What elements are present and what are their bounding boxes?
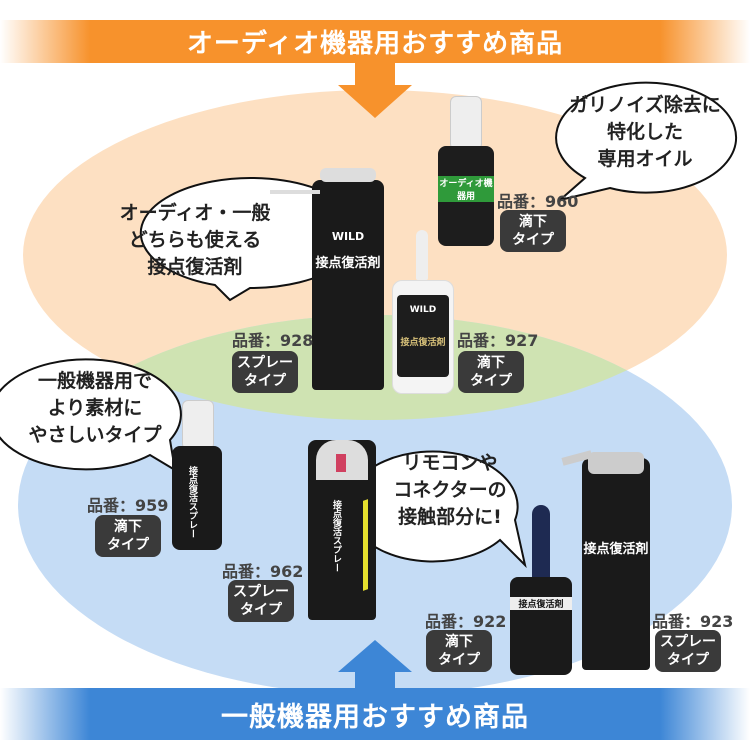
product-923-spray-can: 接点復活剤 xyxy=(561,450,650,670)
speech-bubble-960 xyxy=(555,81,738,201)
part-number-928: 品番：928 xyxy=(232,331,314,350)
type-line: スプレー xyxy=(233,584,289,600)
type-line: タイプ xyxy=(512,232,554,248)
bubble-line: 専用オイル xyxy=(597,148,693,170)
product-label: 接点復活剤 xyxy=(315,256,381,271)
bubble-line: オーディオ・一般 xyxy=(119,202,271,224)
bubble-line: やさしいタイプ xyxy=(28,424,162,446)
type-line: 滴下 xyxy=(445,634,473,650)
type-line: スプレー xyxy=(237,355,293,371)
type-line: タイプ xyxy=(667,652,709,668)
bubble-line: コネクターの xyxy=(393,479,507,501)
part-number-923: 品番：923 xyxy=(652,612,734,631)
type-line: スプレー xyxy=(660,634,716,650)
type-badge-962: スプレータイプ xyxy=(228,580,294,622)
type-line: タイプ xyxy=(240,602,282,618)
type-badge-927: 滴下タイプ xyxy=(458,351,524,393)
type-line: タイプ xyxy=(244,373,286,389)
product-label: 接点復活剤 xyxy=(583,542,649,557)
product-928-spray-can: WILD 接点復活剤 xyxy=(270,168,384,390)
bubble-line: ガリノイズ除去に xyxy=(569,94,721,116)
general-banner: 一般機器用おすすめ商品 xyxy=(0,688,750,740)
part-number-922: 品番：922 xyxy=(425,612,507,631)
product-label: 接点復活スプレー xyxy=(187,466,197,538)
product-927-bottle: WILD 接点復活剤 xyxy=(392,230,454,394)
product-label: 接点復活剤 xyxy=(400,338,446,348)
type-line: タイプ xyxy=(438,652,480,668)
bubble-line: 接点復活剤 xyxy=(147,256,243,278)
part-number-959: 品番：959 xyxy=(87,496,169,515)
type-line: タイプ xyxy=(107,537,149,553)
bubble-text-922: リモコンや コネクターの 接触部分に! xyxy=(365,450,535,531)
bubble-text-960: ガリノイズ除去に 特化した 専用オイル xyxy=(560,92,730,173)
bubble-line: より素材に xyxy=(47,397,143,419)
product-959-bottle: 接点復活スプレー xyxy=(172,400,222,550)
product-label: オーディオ機器用 xyxy=(438,176,494,202)
type-badge-922: 滴下タイプ xyxy=(426,630,492,672)
bubble-line: 接触部分に! xyxy=(398,506,502,528)
part-number-960: 品番：960 xyxy=(497,192,579,211)
product-label: 接点復活スプレー xyxy=(331,500,341,572)
type-badge-928: スプレータイプ xyxy=(232,351,298,393)
bubble-text-959: 一般機器用で より素材に やさしいタイプ xyxy=(0,368,190,449)
type-line: 滴下 xyxy=(477,355,505,371)
type-badge-923: スプレータイプ xyxy=(655,630,721,672)
product-960-bottle: オーディオ機器用 xyxy=(438,96,494,246)
product-962-spray-can: 接点復活スプレー xyxy=(308,440,376,620)
brand-logo: WILD xyxy=(331,230,365,243)
bubble-text-928: オーディオ・一般 どちらも使える 接点復活剤 xyxy=(85,200,305,281)
bubble-line: 一般機器用で xyxy=(37,370,152,392)
product-label: 接点復活剤 xyxy=(510,597,572,610)
product-922-bottle: 接点復活剤 xyxy=(510,505,572,675)
arrow-down-icon xyxy=(338,63,412,118)
audio-banner: オーディオ機器用おすすめ商品 xyxy=(0,20,750,63)
bubble-line: 特化した xyxy=(606,121,683,143)
type-line: タイプ xyxy=(470,373,512,389)
part-number-927: 品番：927 xyxy=(457,331,539,350)
brand-logo: WILD xyxy=(409,305,437,315)
arrow-up-icon xyxy=(338,640,412,690)
type-badge-960: 滴下タイプ xyxy=(500,210,566,252)
speech-bubble-959 xyxy=(0,358,182,472)
part-number-962: 品番：962 xyxy=(222,562,304,581)
type-badge-959: 滴下タイプ xyxy=(95,515,161,557)
bubble-line: リモコンや xyxy=(402,452,498,474)
type-line: 滴下 xyxy=(114,519,142,535)
bubble-line: どちらも使える xyxy=(128,229,262,251)
type-line: 滴下 xyxy=(519,214,547,230)
